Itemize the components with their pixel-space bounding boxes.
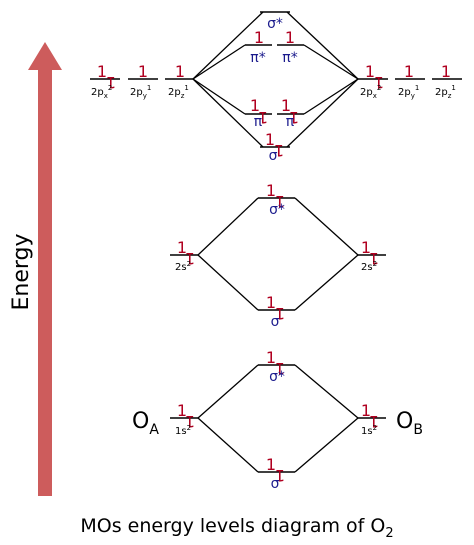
mo-pi-star-2-label: π* — [282, 50, 297, 66]
electron-up: 1 — [266, 181, 276, 200]
electron-down: 1 — [275, 466, 285, 485]
electron-down: 1 — [374, 73, 384, 92]
electron-up: 1 — [266, 348, 276, 367]
electron-down: 1 — [275, 359, 285, 378]
energy-label: Energy — [9, 233, 34, 310]
electron-up: 1 — [285, 28, 295, 47]
mo-sigma2p-star-label: σ* — [267, 16, 283, 32]
mo-labels: σ* π* π* π π σ σ* σ σ* σ — [250, 16, 297, 492]
electron-up: 1 — [177, 401, 187, 420]
ao-left-2py-label: 2py1 — [130, 84, 151, 100]
mo-sigma2s-star-label: σ* — [269, 202, 285, 218]
correlation-lines — [192, 11, 359, 473]
mo-sigma1s-star-label: σ* — [269, 369, 285, 385]
electron-up: 1 — [441, 62, 451, 81]
ao-left-2s-label: 2s2 — [175, 260, 191, 273]
ao-right-2pz-label: 2pz1 — [435, 84, 456, 100]
mo-pi-star-1-label: π* — [250, 50, 265, 66]
mo-pi-1-label: π — [254, 114, 263, 130]
atom-right-label: OB — [396, 409, 423, 438]
ao-right-2py-label: 2py1 — [398, 84, 419, 100]
electron-down: 1 — [369, 412, 379, 431]
electron-up: 1 — [265, 130, 275, 149]
electron-down: 1 — [258, 108, 268, 127]
ao-left-2pz-label: 2pz1 — [168, 84, 189, 100]
electron-up: 1 — [254, 28, 264, 47]
electron-up: 1 — [97, 62, 107, 81]
electron-up: 1 — [365, 62, 375, 81]
electron-up: 1 — [175, 62, 185, 81]
electron-down: 1 — [274, 141, 284, 160]
energy-arrow-head — [28, 42, 62, 70]
ao-right-2s-label: 2s2 — [361, 260, 377, 273]
electron-up: 1 — [177, 238, 187, 257]
electron-down: 1 — [185, 249, 195, 268]
electron-up: 1 — [361, 238, 371, 257]
electron-down: 1 — [369, 249, 379, 268]
energy-arrow — [28, 42, 62, 496]
electron-up: 1 — [361, 401, 371, 420]
energy-levels — [90, 11, 462, 473]
electron-up: 1 — [250, 96, 260, 115]
electron-down: 1 — [185, 412, 195, 431]
electron-up: 1 — [266, 293, 276, 312]
mo-pi-2-label: π — [286, 114, 295, 130]
ao-right-2px-label: 2px2 — [360, 84, 381, 100]
mo-sigma2p-label: σ — [269, 148, 278, 164]
ao-right-1s-label: 1s2 — [361, 424, 377, 437]
ao-left-1s-label: 1s2 — [175, 424, 191, 437]
mo-sigma2s-label: σ — [271, 314, 280, 330]
electron-down: 1 — [289, 108, 299, 127]
electron-up: 1 — [266, 455, 276, 474]
atom-left-label: OA — [132, 409, 159, 438]
electron-down: 1 — [275, 304, 285, 323]
electron-up: 1 — [281, 96, 291, 115]
ao-left-2px-label: 2px2 — [91, 84, 112, 100]
ao-labels: 2px2 2py1 2pz1 2px2 2py1 2pz1 2s2 2s2 1s… — [91, 84, 456, 437]
electron-down: 1 — [106, 73, 116, 92]
electron-up: 1 — [138, 62, 148, 81]
electrons: 1 1 1 1 1 1 1 1 1 1 1 1 1 1 1 1 1 1 1 1 … — [97, 28, 451, 485]
electron-down: 1 — [275, 192, 285, 211]
diagram-caption: MOs energy levels diagram of O2 — [80, 515, 393, 541]
mo-sigma1s-label: σ — [271, 476, 280, 492]
energy-arrow-shaft — [38, 68, 52, 496]
electron-up: 1 — [404, 62, 414, 81]
